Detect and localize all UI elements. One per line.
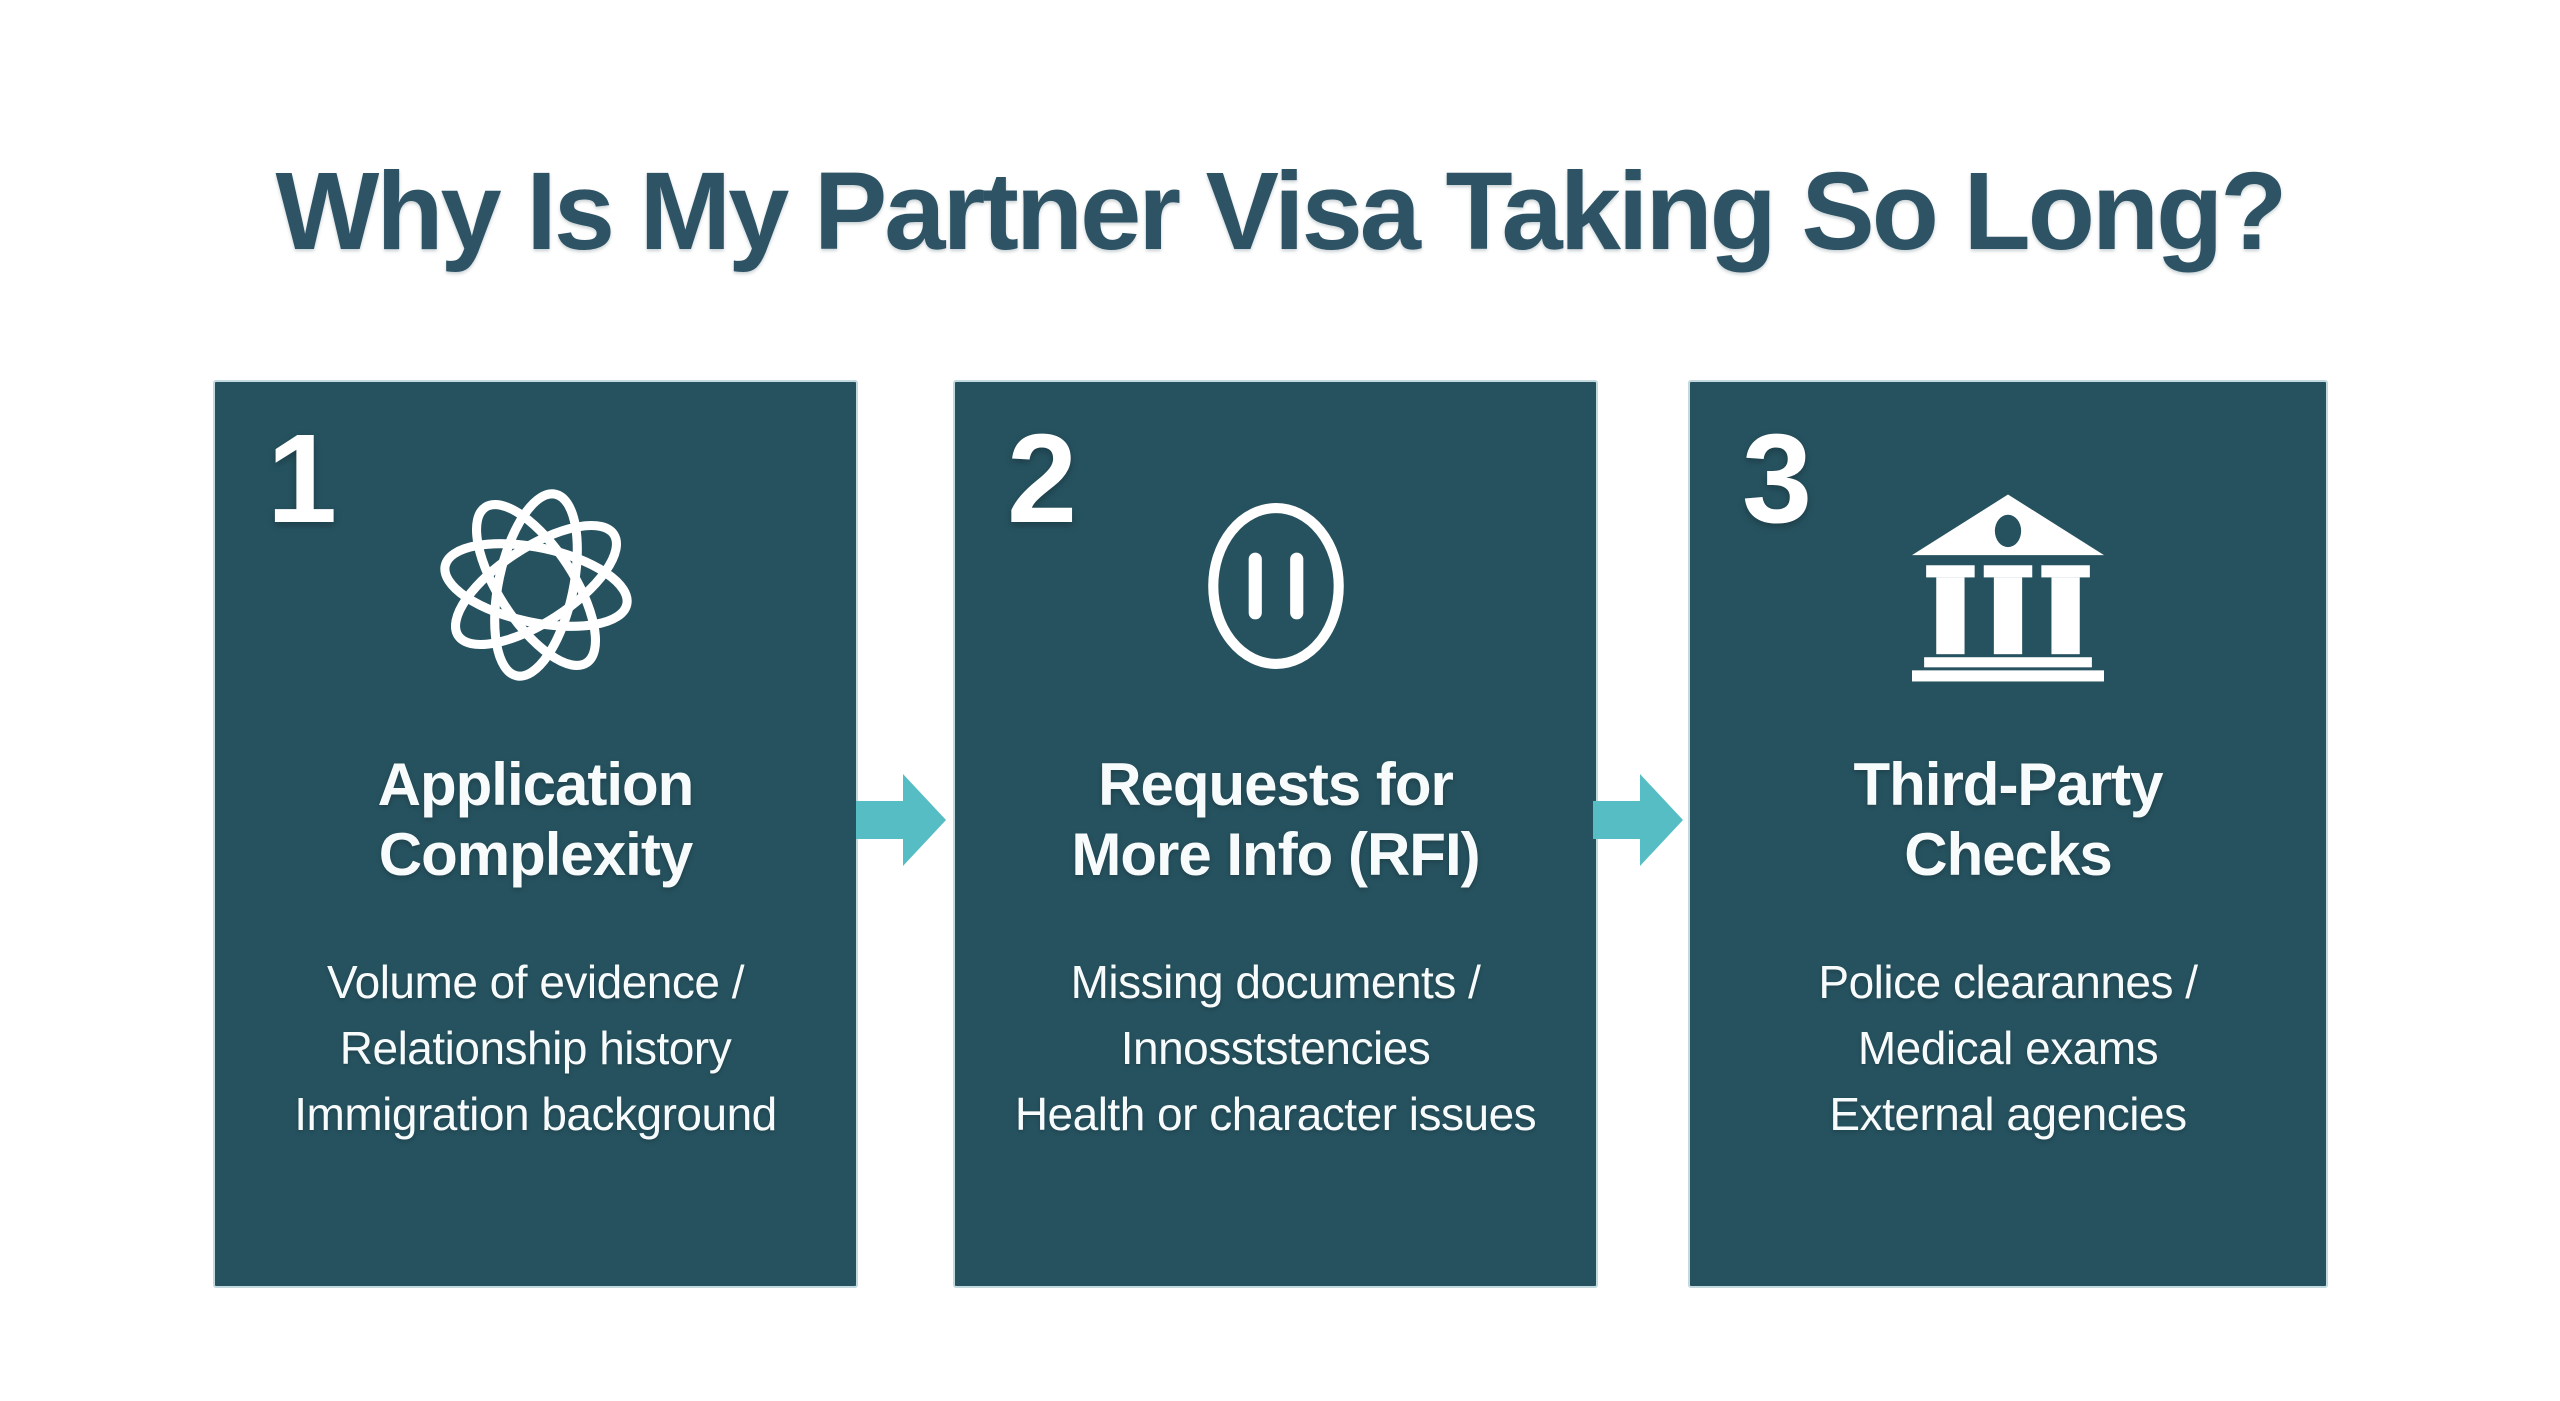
body-line: Volume of evidence / bbox=[326, 956, 745, 1008]
arrow-right-icon bbox=[856, 774, 946, 866]
step-card-1: 1 Application Complexity Volume of evide… bbox=[213, 380, 858, 1288]
page-title: Why Is My Partner Visa Taking So Long? bbox=[275, 150, 2288, 273]
body-line: Relationship history bbox=[339, 1021, 732, 1074]
heading-line: Application bbox=[377, 751, 695, 818]
step-card-3: 3 Third-Party Checks Police clearannes /… bbox=[1688, 380, 2328, 1288]
step-number-2: 2 bbox=[1007, 408, 1078, 549]
step-body-1: Volume of evidence / Relationship histor… bbox=[215, 950, 856, 1147]
body-line: Health or character issues bbox=[1014, 1087, 1537, 1140]
atom-icon bbox=[425, 474, 647, 696]
step-card-2: 2 Requests for More Info (RFI) Missing d… bbox=[953, 380, 1598, 1288]
body-line: Immigration background bbox=[294, 1087, 777, 1140]
bank-icon bbox=[1912, 494, 2104, 682]
step-number-3: 3 bbox=[1742, 408, 1813, 549]
body-line: Innosststencies bbox=[1120, 1021, 1431, 1074]
heading-line: Checks bbox=[1904, 821, 2112, 889]
body-line: Missing documents / bbox=[1070, 956, 1481, 1008]
heading-line: Complexity bbox=[378, 821, 693, 889]
step-body-3: Police clearannes / Medical exams Extern… bbox=[1690, 950, 2326, 1147]
body-line: Police clearannes / bbox=[1818, 956, 2198, 1008]
heading-line: Requests for bbox=[1098, 751, 1454, 818]
body-line: Medical exams bbox=[1857, 1021, 2159, 1074]
step-heading-3: Third-Party Checks bbox=[1690, 750, 2326, 890]
body-line: External agencies bbox=[1829, 1087, 2187, 1140]
pause-circle-icon bbox=[1205, 500, 1347, 672]
step-heading-1: Application Complexity bbox=[215, 750, 856, 890]
step-body-2: Missing documents / Innosststencies Heal… bbox=[955, 950, 1596, 1147]
step-heading-2: Requests for More Info (RFI) bbox=[955, 750, 1596, 890]
arrow-right-icon bbox=[1593, 774, 1683, 866]
heading-line: More Info (RFI) bbox=[1071, 821, 1480, 889]
heading-line: Third-Party bbox=[1853, 751, 2163, 818]
step-number-1: 1 bbox=[267, 408, 338, 549]
